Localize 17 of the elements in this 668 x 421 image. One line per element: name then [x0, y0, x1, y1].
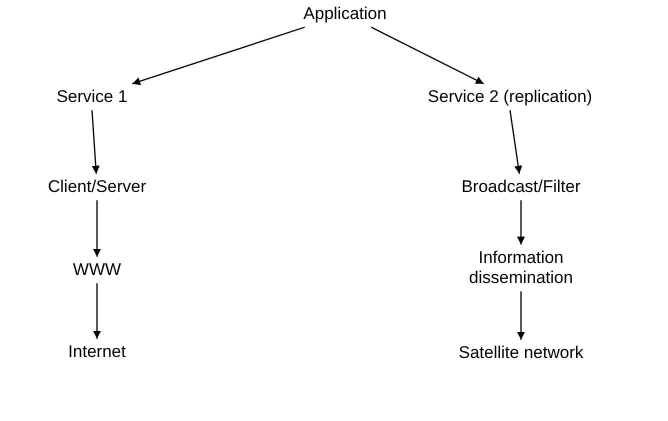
node-label: Client/Server — [32, 176, 162, 198]
node-label: Service 2 (replication) — [405, 86, 615, 108]
arrow — [370, 26, 484, 84]
arrow — [517, 200, 525, 245]
arrow — [93, 283, 101, 339]
node-label: Service 1 — [37, 86, 147, 108]
node-label: Information dissemination — [456, 248, 586, 288]
node-label: Broadcast/Filter — [441, 176, 601, 198]
arrow — [93, 200, 101, 257]
arrow — [91, 110, 100, 174]
node-label: Internet — [47, 342, 147, 362]
arrow — [132, 26, 305, 86]
node-label: Satellite network — [436, 342, 606, 364]
arrow — [509, 110, 522, 174]
arrow — [517, 291, 525, 340]
node-label: Application — [285, 4, 405, 24]
node-label: WWW — [57, 260, 137, 280]
